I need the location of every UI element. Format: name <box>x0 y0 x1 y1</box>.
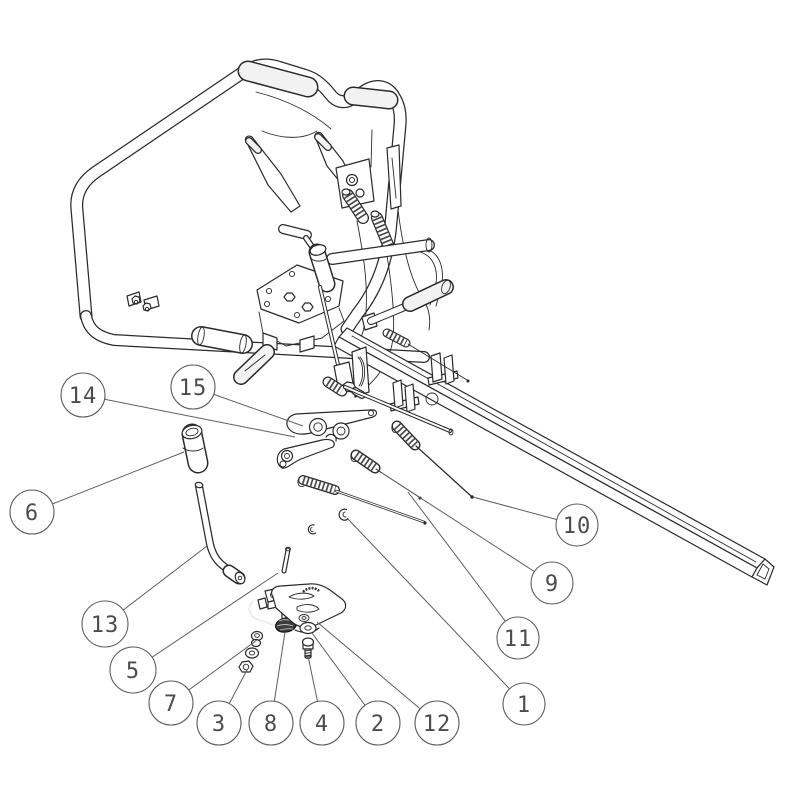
e-clip-2 <box>307 524 317 535</box>
callout-number-5: 5 <box>126 659 140 684</box>
extension-spring-left <box>297 475 427 525</box>
shift-gate-plate <box>351 346 370 398</box>
callout-number-14: 14 <box>69 384 98 409</box>
leader-line-5 <box>132 572 279 671</box>
e-clip-1 <box>338 508 349 521</box>
callout-balloon-6 <box>9 489 55 535</box>
tube-coupler <box>191 326 253 354</box>
callout-balloon-5 <box>109 646 157 694</box>
leader-line-9 <box>381 472 553 584</box>
callout-balloon-2 <box>355 700 401 746</box>
installed-handle-rod <box>361 279 454 331</box>
spacer-bushing <box>250 630 264 648</box>
callout-balloon-1 <box>502 682 546 726</box>
clevis-pin <box>281 546 291 574</box>
throttle-lever-blade <box>233 344 275 385</box>
extension-spring-9 <box>350 449 422 500</box>
callout-number-15: 15 <box>179 376 208 401</box>
control-rod-long <box>343 385 454 436</box>
beam <box>333 327 775 586</box>
cam-lever-assembly <box>276 409 378 469</box>
shoulder-screw <box>301 637 315 660</box>
leader-line-1 <box>346 517 525 705</box>
callout-number-11: 11 <box>504 627 533 652</box>
callout-number-12: 12 <box>423 712 452 737</box>
callout-number-9: 9 <box>545 572 559 597</box>
flat-washer-small <box>244 647 260 659</box>
leader-line-6 <box>31 451 185 513</box>
callout-number-10: 10 <box>563 514 592 539</box>
callout-balloon-15 <box>170 364 216 410</box>
callout-balloon-13 <box>81 600 129 648</box>
callout-balloon-9 <box>530 561 574 605</box>
flat-washer-large <box>299 621 317 635</box>
hex-nut <box>238 660 254 673</box>
handlebar-loop <box>70 58 430 363</box>
callout-balloon-11 <box>496 616 540 660</box>
leader-line-11 <box>407 491 519 639</box>
callout-number-2: 2 <box>371 712 385 737</box>
beam-end-cap <box>751 558 775 586</box>
cable-adjuster-spring-2 <box>370 210 395 253</box>
callout-balloon-7 <box>148 680 194 726</box>
handlebar-grip-left <box>237 60 319 98</box>
callout-balloon-10 <box>555 503 599 547</box>
cam-lever-upper <box>286 409 378 435</box>
shift-knob-lever <box>278 224 354 388</box>
callout-balloon-8 <box>248 700 294 746</box>
callout-number-6: 6 <box>25 501 39 526</box>
callout-number-1: 1 <box>517 693 531 718</box>
callout-number-4: 4 <box>315 712 329 737</box>
callout-number-3: 3 <box>212 712 226 737</box>
l-handle-rod <box>194 481 246 585</box>
cam-lever-lower <box>276 438 335 469</box>
callout-balloon-4 <box>299 700 345 746</box>
callout-balloon-12 <box>414 700 460 746</box>
leader-line-12 <box>316 621 438 724</box>
handlebar-grip-right <box>343 86 399 110</box>
handlebar-clamp-bolts <box>126 291 160 312</box>
callout-balloon-14 <box>60 372 106 418</box>
grip-cylinder <box>181 423 209 474</box>
beam-bracket-a <box>427 352 459 386</box>
cable-end-spring <box>382 328 470 383</box>
leader-line-14 <box>82 394 296 438</box>
callout-number-8: 8 <box>264 712 278 737</box>
callout-number-13: 13 <box>91 613 120 638</box>
callout-balloon-3 <box>196 700 242 746</box>
callout-number-7: 7 <box>164 692 178 717</box>
extension-spring-10 <box>391 420 474 499</box>
cable-adjuster-spring-1 <box>341 188 369 224</box>
center-mount-assembly <box>233 224 454 398</box>
